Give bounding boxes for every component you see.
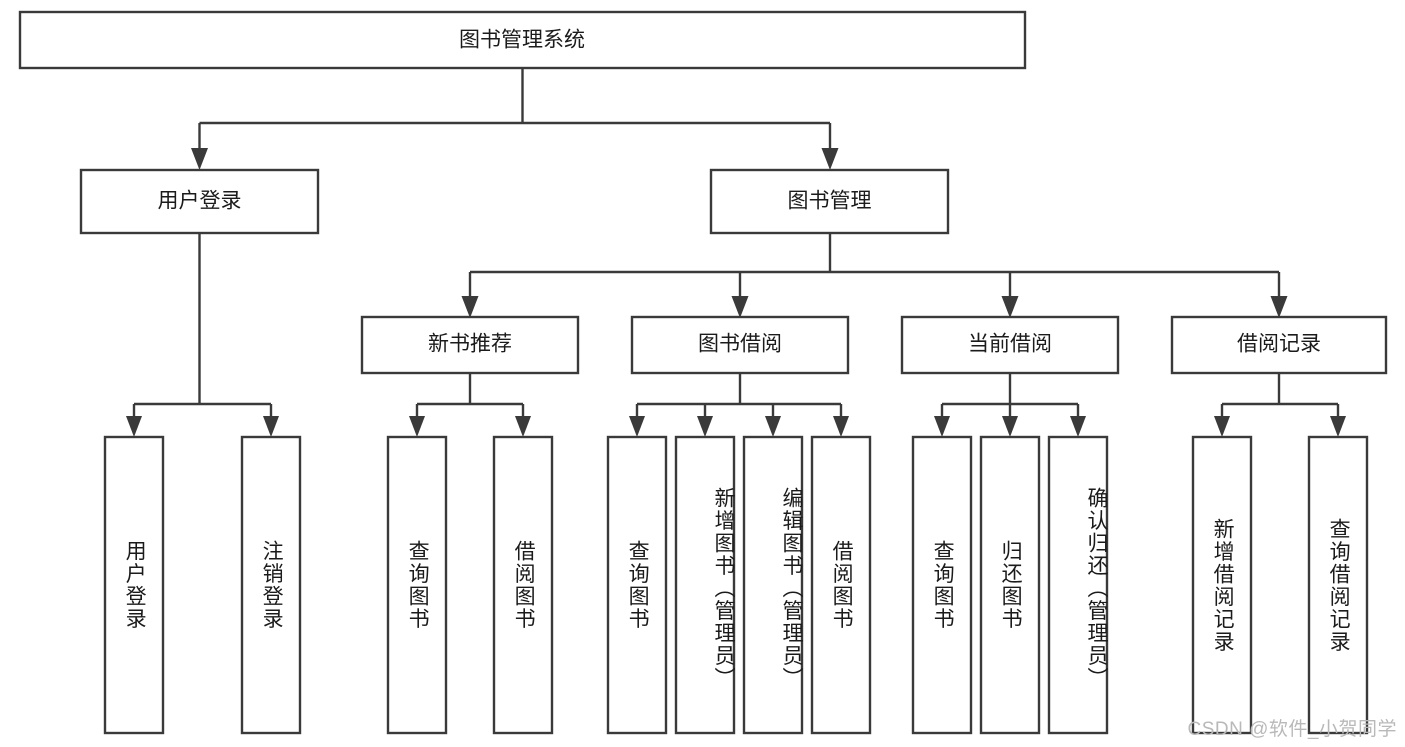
arrow-head-leaf-confirm-return — [1070, 416, 1086, 437]
node-user-login-label: 用户登录 — [158, 190, 242, 213]
connector-group-borrow-record — [1214, 373, 1346, 437]
node-book-borrow-label: 图书借阅 — [698, 333, 782, 356]
arrow-head-leaf-borrow-book-1 — [515, 416, 531, 437]
arrow-head-leaf-user-login — [126, 416, 142, 437]
node-user-login[interactable]: 用户登录 — [79, 168, 320, 235]
node-new-book-recommend-rect[interactable] — [360, 315, 580, 375]
arrow-head-borrow-record — [1270, 296, 1288, 318]
connector-group-new-book-recommend — [409, 373, 531, 437]
arrow-head-leaf-query-book-1 — [409, 416, 425, 437]
arrow-head-leaf-query-record — [1330, 416, 1346, 437]
arrow-head-book-manage — [821, 148, 839, 170]
arrow-head-leaf-return-book — [1002, 416, 1018, 437]
node-leaf-user-login-rect[interactable] — [103, 435, 165, 735]
arrow-head-user-login — [191, 148, 208, 170]
arrow-head-leaf-query-book-2 — [629, 416, 645, 437]
csdn-watermark: CSDN @软件_小贺同学 — [1187, 719, 1397, 740]
node-root-label: 图书管理系统 — [459, 29, 585, 52]
node-book-manage[interactable]: 图书管理 — [709, 168, 950, 235]
node-book-manage-rect[interactable] — [709, 168, 950, 235]
node-root-rect[interactable] — [18, 10, 1027, 70]
arrow-head-new-book-recommend — [461, 296, 479, 318]
node-leaf-add-book-rect[interactable] — [674, 435, 736, 735]
node-leaf-return-book-rect[interactable] — [979, 435, 1041, 735]
arrow-head-leaf-add-record — [1214, 416, 1230, 437]
node-borrow-record-label: 借阅记录 — [1237, 333, 1321, 356]
node-leaf-user-logout-rect[interactable] — [240, 435, 302, 735]
node-current-borrow-label: 当前借阅 — [968, 333, 1052, 356]
node-book-manage-label: 图书管理 — [788, 190, 872, 213]
arrow-head-leaf-borrow-book-2 — [833, 416, 849, 437]
arrow-head-leaf-user-logout — [263, 416, 279, 437]
node-new-book-recommend[interactable]: 新书推荐 — [360, 315, 580, 375]
node-leaf-query-book-3-rect[interactable] — [911, 435, 973, 735]
node-leaf-borrow-book-1-rect[interactable] — [492, 435, 554, 735]
node-leaf-query-book-2-rect[interactable] — [606, 435, 668, 735]
node-leaf-query-record-rect[interactable] — [1307, 435, 1369, 735]
node-current-borrow[interactable]: 当前借阅 — [900, 315, 1120, 375]
node-borrow-record[interactable]: 借阅记录 — [1170, 315, 1388, 375]
arrow-head-leaf-query-book-3 — [934, 416, 950, 437]
connector-group-root — [191, 68, 839, 170]
connector-group-current-borrow — [934, 373, 1086, 437]
connector-group-book-manage — [461, 233, 1288, 318]
node-book-borrow[interactable]: 图书借阅 — [630, 315, 850, 375]
node-leaf-confirm-return-rect[interactable] — [1047, 435, 1109, 735]
arrow-head-leaf-edit-book — [765, 416, 781, 437]
node-leaf-add-record-rect[interactable] — [1191, 435, 1253, 735]
node-user-login-rect[interactable] — [79, 168, 320, 235]
node-book-borrow-rect[interactable] — [630, 315, 850, 375]
arrow-head-current-borrow — [1001, 296, 1019, 318]
node-root[interactable]: 图书管理系统 — [18, 10, 1027, 70]
arrow-head-leaf-add-book — [697, 416, 713, 437]
connector-group-user-login — [126, 233, 279, 437]
node-leaf-edit-book-rect[interactable] — [742, 435, 804, 735]
node-borrow-record-rect[interactable] — [1170, 315, 1388, 375]
node-new-book-recommend-label: 新书推荐 — [428, 333, 512, 356]
node-leaf-borrow-book-2-rect[interactable] — [810, 435, 872, 735]
node-current-borrow-rect[interactable] — [900, 315, 1120, 375]
arrow-head-book-borrow — [731, 296, 749, 318]
connector-group-book-borrow — [629, 373, 849, 437]
node-leaf-query-book-1-rect[interactable] — [386, 435, 448, 735]
